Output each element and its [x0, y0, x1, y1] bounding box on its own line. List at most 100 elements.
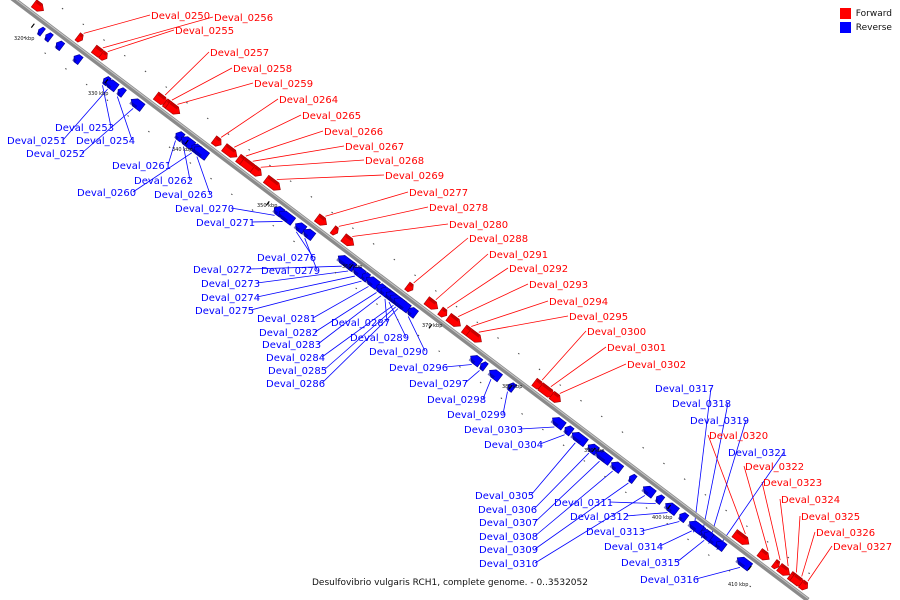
label-leader-line: [701, 402, 729, 539]
reverse-gene-feature: [129, 98, 146, 112]
reverse-gene-label: Deval_0289: [350, 333, 409, 344]
label-leader-line: [107, 29, 175, 52]
reverse-gene-feature: [277, 210, 297, 226]
forward-gene-label: Deval_0288: [469, 234, 528, 245]
reverse-gene-label: Deval_0263: [154, 190, 213, 201]
label-leader-line: [458, 283, 529, 317]
reverse-gene-label: Deval_0299: [447, 410, 506, 421]
minor-mark: [725, 509, 728, 512]
label-leader-line: [534, 482, 629, 550]
forward-gene-label: Deval_0323: [763, 478, 822, 489]
forward-gene-label: Deval_0269: [385, 171, 444, 182]
label-leader-line: [407, 316, 426, 352]
minor-mark: [521, 413, 524, 415]
reverse-gene-feature: [550, 417, 567, 431]
reverse-gene-feature: [609, 461, 625, 474]
reverse-gene-feature: [72, 54, 84, 66]
reverse-gene-feature: [654, 494, 666, 505]
reverse-gene-feature: [293, 222, 308, 235]
label-leader-line: [796, 515, 801, 573]
label-leader-line: [761, 481, 781, 561]
minor-mark: [479, 381, 482, 384]
reverse-gene-label: Deval_0304: [484, 440, 543, 451]
label-leader-line: [641, 521, 680, 532]
reverse-gene-label: Deval_0308: [479, 532, 538, 543]
forward-gene-feature: [776, 563, 791, 576]
reverse-gene-feature: [392, 297, 412, 314]
minor-mark: [289, 180, 292, 183]
reverse-gene-feature: [641, 485, 657, 499]
minor-mark: [123, 54, 126, 57]
reverse-gene-label: Deval_0251: [7, 136, 66, 147]
reverse-gene-label: Deval_0297: [409, 379, 468, 390]
scale-tick-label: 360 kbp: [342, 264, 362, 270]
reverse-swatch: [839, 22, 851, 33]
label-leader-line: [743, 465, 769, 552]
reverse-gene-feature: [54, 40, 66, 52]
label-leader-line: [352, 223, 449, 237]
reverse-gene-label: Deval_0309: [479, 545, 538, 556]
reverse-gene-feature: [563, 425, 575, 437]
reverse-gene-label: Deval_0282: [259, 328, 318, 339]
minor-mark: [376, 303, 378, 305]
reverse-gene-label: Deval_0310: [479, 559, 538, 570]
reverse-gene-label: Deval_0313: [586, 527, 645, 538]
label-leaders: [62, 14, 833, 582]
reverse-gene-feature: [104, 79, 120, 93]
label-leader-line: [676, 539, 705, 563]
reverse-gene-label: Deval_0262: [134, 176, 193, 187]
forward-gene-feature: [756, 548, 770, 561]
label-leader-line: [435, 253, 489, 301]
minor-mark: [808, 572, 811, 575]
minor-mark: [538, 368, 541, 371]
minor-mark: [749, 585, 752, 588]
label-leader-line: [276, 174, 385, 180]
forward-gene-label: Deval_0256: [214, 13, 273, 24]
minor-mark: [455, 305, 458, 308]
scale-tick-label: 330 kbp: [88, 91, 108, 97]
minor-mark: [559, 384, 562, 386]
minor-mark: [393, 258, 396, 261]
minor-mark: [85, 83, 88, 86]
reverse-gene-label: Deval_0281: [257, 314, 316, 325]
label-leader-line: [132, 152, 193, 193]
minor-mark: [206, 117, 209, 120]
reverse-gene-feature: [405, 307, 419, 319]
reverse-gene-label: Deval_0311: [554, 498, 613, 509]
minor-mark: [417, 334, 420, 337]
minor-mark: [580, 399, 582, 402]
label-leader-line: [196, 156, 211, 195]
scale-tick: [184, 139, 189, 145]
label-leader-line: [609, 501, 656, 505]
forward-gene-label: Deval_0324: [781, 495, 840, 506]
reverse-gene-label: Deval_0321: [728, 448, 787, 459]
forward-gene-label: Deval_0267: [345, 142, 404, 153]
forward-gene-label: Deval_0257: [210, 48, 269, 59]
forward-gene-label: Deval_0327: [833, 542, 892, 553]
forward-gene-label: Deval_0292: [509, 264, 568, 275]
reverse-gene-label: Deval_0276: [257, 253, 316, 264]
label-leader-line: [62, 88, 108, 141]
forward-gene-feature: [548, 390, 561, 403]
minor-mark: [310, 196, 313, 198]
scale-tick-label: 380 kbp: [502, 384, 522, 390]
reverse-gene-label: Deval_0260: [77, 188, 136, 199]
reverse-gene-feature: [594, 450, 614, 466]
forward-gene-label: Deval_0322: [745, 462, 804, 473]
minor-mark: [459, 365, 461, 368]
minor-mark: [372, 243, 375, 245]
label-leader-line: [534, 495, 646, 564]
reverse-gene-label: Deval_0315: [621, 558, 680, 569]
minor-mark: [168, 146, 171, 149]
legend-reverse: Reverse: [839, 22, 892, 33]
minor-mark: [642, 446, 645, 449]
minor-mark: [438, 350, 441, 353]
scale-tick-label: 340 kbp: [172, 147, 192, 153]
label-leader-line: [183, 146, 191, 181]
reverse-gene-label: Deval_0296: [389, 363, 448, 374]
label-leader-line: [256, 275, 355, 298]
forward-gene-feature: [329, 225, 339, 236]
forward-gene-feature: [164, 100, 181, 115]
label-leader-line: [234, 114, 302, 148]
